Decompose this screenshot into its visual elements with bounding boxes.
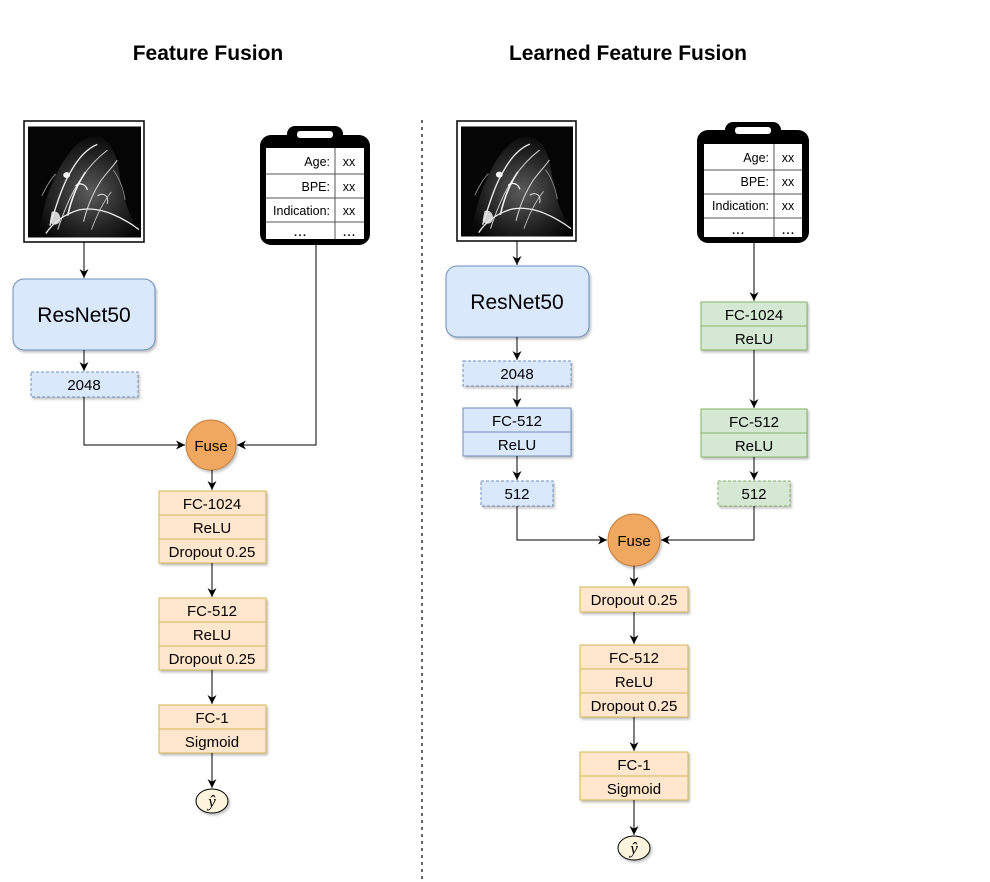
layer-label: Dropout 0.25 [591,698,678,715]
panel-title: Learned Feature Fusion [509,42,747,65]
clinical-field-label: Age: [304,155,330,169]
fc-block [462,407,572,457]
clinical-field-label: Age: [743,151,769,165]
fc-block [579,751,689,801]
layer-label: ReLU [615,674,653,691]
output-node [617,835,651,861]
dropout-block [579,586,689,613]
clinical-field-value: xx [782,151,795,165]
clinical-field-label: ... [293,223,306,240]
clipboard-icon [260,126,370,245]
layer-label: Sigmoid [185,734,239,751]
layer-label: FC-512 [609,650,659,667]
clinical-field-label: ... [731,221,744,238]
layer-label: FC-1024 [183,496,241,513]
layer-label: FC-512 [492,413,542,430]
feature-vector-512 [480,480,554,507]
fuse-node [185,419,237,471]
clipboard-icon [697,122,809,243]
fc-block [700,408,808,458]
output-node [195,788,229,814]
layer-label: FC-1024 [725,307,783,324]
arrow-icon [512,241,759,835]
fc-block [700,301,808,351]
layer-label: ReLU [498,437,536,454]
clinical-field-label: Indication: [273,204,330,218]
arrow-icon [79,242,317,788]
clinical-field-value: ... [781,221,794,238]
fc-block [579,644,689,718]
clinical-field-value: ... [342,223,355,240]
fc-block [158,704,267,754]
layer-label: FC-1 [617,757,650,774]
clinical-field-label: BPE: [302,180,331,194]
panel-title: Feature Fusion [133,42,284,65]
layer-label: Sigmoid [607,781,661,798]
fuse-label: Fuse [194,438,227,455]
layer-label: ReLU [193,520,231,537]
feature-vector-label: 512 [741,486,766,503]
resnet50-label: ResNet50 [37,304,130,327]
feature-vector-label: 2048 [67,377,100,394]
clinical-field-value: xx [343,204,356,218]
clinical-field-value: xx [782,199,795,213]
layer-label: FC-512 [729,414,779,431]
output-label: ŷ [628,839,638,858]
layer-label: ReLU [735,438,773,455]
layer-label: Dropout 0.25 [591,592,678,609]
layer-label: FC-1 [195,710,228,727]
layer-label: ReLU [193,627,231,644]
layer-label: ReLU [735,331,773,348]
output-label: ŷ [206,792,216,811]
clinical-field-label: Indication: [712,199,769,213]
mri-image-icon [456,120,577,242]
layer-label: FC-512 [187,603,237,620]
feature-vector-label: 2048 [500,366,533,383]
mri-image-icon [23,120,145,243]
fuse-label: Fuse [617,533,650,550]
fc-block [158,597,267,671]
clinical-field-value: xx [343,155,356,169]
clinical-field-label: BPE: [741,175,770,189]
clinical-field-value: xx [782,175,795,189]
feature-vector-2048 [462,360,572,387]
feature-vector-label: 512 [504,486,529,503]
resnet50-label: ResNet50 [470,291,563,314]
clinical-field-value: xx [343,180,356,194]
layer-label: Dropout 0.25 [169,651,256,668]
layer-label: Dropout 0.25 [169,544,256,561]
